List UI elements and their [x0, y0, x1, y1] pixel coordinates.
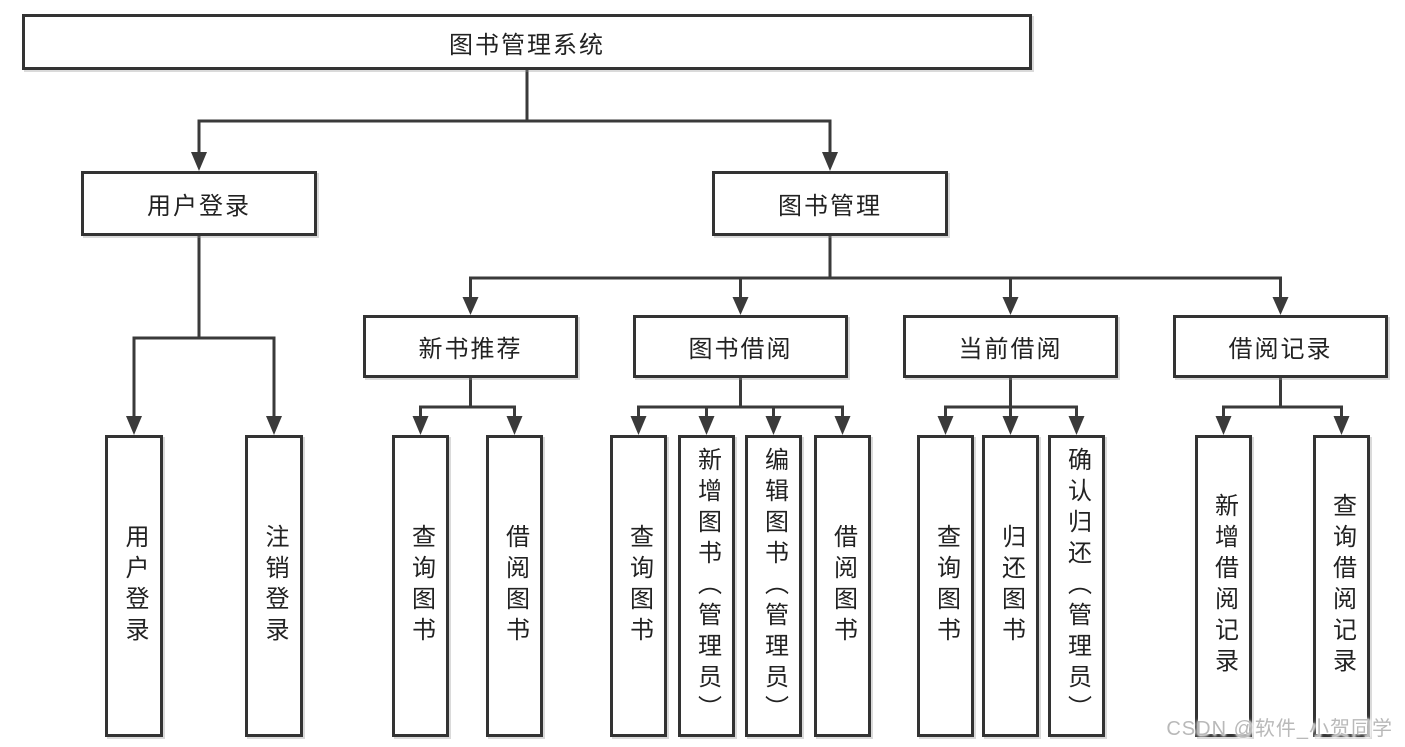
- connector-root-level2: [197, 68, 832, 154]
- node-user-login: 用户登录: [81, 171, 317, 236]
- leaf-logout: 注销登录: [245, 435, 303, 737]
- arrowhead: [937, 416, 954, 435]
- node-current-borrow: 当前借阅: [903, 315, 1118, 378]
- leaf-return-books: 归还图书: [982, 435, 1039, 737]
- arrowhead: [1272, 297, 1289, 315]
- node-library-system: 图书管理系统: [22, 14, 1032, 70]
- leaf-confirm-return-admin: 确认归还（管理员）: [1048, 435, 1105, 737]
- connector-mgmt-level3: [469, 234, 1282, 299]
- leaf-edit-books-admin: 编辑图书（管理员）: [745, 435, 802, 737]
- arrowhead: [822, 152, 838, 171]
- arrowhead: [630, 416, 647, 435]
- arrowhead: [1002, 297, 1019, 315]
- leaf-add-borrow-record: 新增借阅记录: [1195, 435, 1252, 737]
- arrowhead: [834, 416, 851, 435]
- arrowhead: [126, 416, 142, 435]
- arrowhead: [506, 416, 523, 435]
- arrowhead: [412, 416, 429, 435]
- arrowhead: [266, 416, 282, 435]
- connector-records-leaves: [1222, 376, 1343, 418]
- node-borrow-records: 借阅记录: [1173, 315, 1388, 378]
- leaf-query-books-3: 查询图书: [917, 435, 974, 737]
- connector-newbooks-leaves: [419, 376, 516, 418]
- connector-currentborrow-leaves: [944, 376, 1078, 418]
- arrowhead: [1002, 416, 1019, 435]
- arrowhead: [1333, 416, 1350, 435]
- arrowhead: [462, 297, 479, 315]
- leaf-borrow-books-1: 借阅图书: [486, 435, 543, 737]
- arrowhead: [732, 297, 749, 315]
- connector-bookborrow-leaves: [637, 376, 844, 418]
- leaf-borrow-books-2: 借阅图书: [814, 435, 871, 737]
- leaf-query-books-2: 查询图书: [610, 435, 667, 737]
- csdn-watermark: CSDN @软件_小贺同学: [1166, 718, 1393, 740]
- node-book-management: 图书管理: [712, 171, 948, 236]
- node-book-borrow: 图书借阅: [633, 315, 848, 378]
- arrowhead: [765, 416, 782, 435]
- connector-login-leaves: [132, 234, 276, 418]
- leaf-add-books-admin: 新增图书（管理员）: [678, 435, 735, 737]
- arrowhead: [698, 416, 715, 435]
- arrowhead: [1068, 416, 1085, 435]
- arrowhead: [191, 152, 207, 171]
- arrowhead: [1215, 416, 1232, 435]
- leaf-query-borrow-record: 查询借阅记录: [1313, 435, 1370, 737]
- node-new-book-recommend: 新书推荐: [363, 315, 578, 378]
- leaf-user-login: 用户登录: [105, 435, 163, 737]
- leaf-query-books-1: 查询图书: [392, 435, 449, 737]
